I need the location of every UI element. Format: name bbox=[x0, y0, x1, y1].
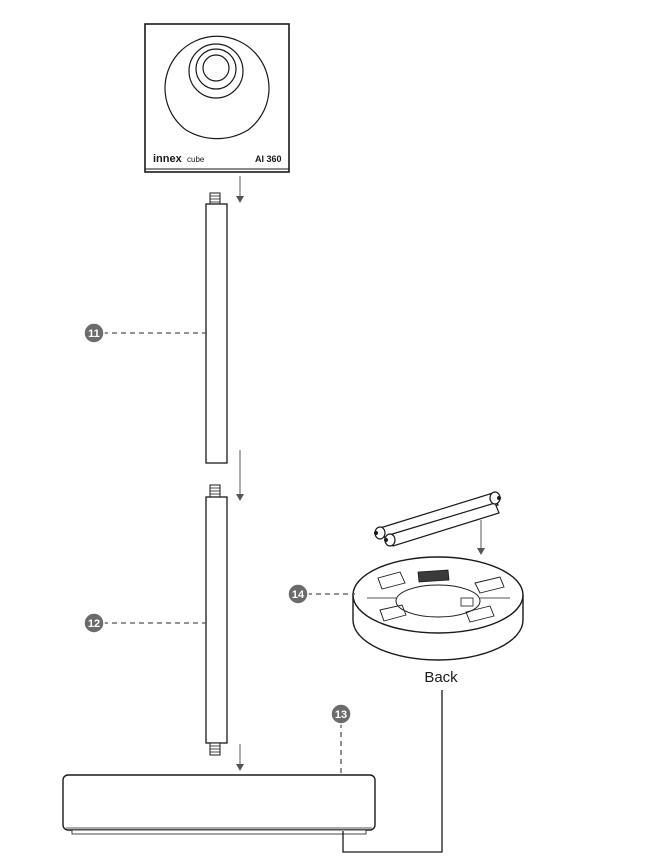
arrow-icon bbox=[236, 450, 244, 501]
arrow-icon bbox=[236, 176, 244, 203]
camera-model: AI 360 bbox=[255, 154, 282, 164]
base-underside bbox=[352, 556, 524, 661]
camera-brand-suffix: cube bbox=[187, 155, 205, 164]
callout-14-number: 14 bbox=[292, 589, 305, 601]
batteries bbox=[374, 491, 501, 547]
back-label: Back bbox=[424, 669, 458, 686]
callout-14: 14 bbox=[287, 583, 355, 605]
camera-brand: innex bbox=[153, 153, 183, 165]
arrow-icon bbox=[477, 520, 485, 555]
arrow-icon bbox=[236, 744, 244, 771]
camera-lens-housing bbox=[164, 35, 270, 140]
callout-11: 11 bbox=[83, 322, 206, 344]
base-plate bbox=[62, 774, 376, 835]
callout-13: 13 bbox=[330, 703, 352, 775]
upper-pole bbox=[205, 192, 228, 464]
callout-12: 12 bbox=[83, 612, 206, 634]
callout-12-number: 12 bbox=[88, 618, 100, 630]
callout-11-number: 11 bbox=[88, 328, 100, 340]
lower-pole bbox=[205, 484, 228, 756]
camera-lens-mid bbox=[195, 48, 237, 90]
camera-lens-inner bbox=[202, 54, 230, 82]
callout-13-number: 13 bbox=[335, 709, 347, 721]
back-connector-line bbox=[342, 690, 443, 853]
camera-lens-outer bbox=[188, 43, 244, 99]
camera-cube: innex cube AI 360 bbox=[144, 23, 290, 173]
